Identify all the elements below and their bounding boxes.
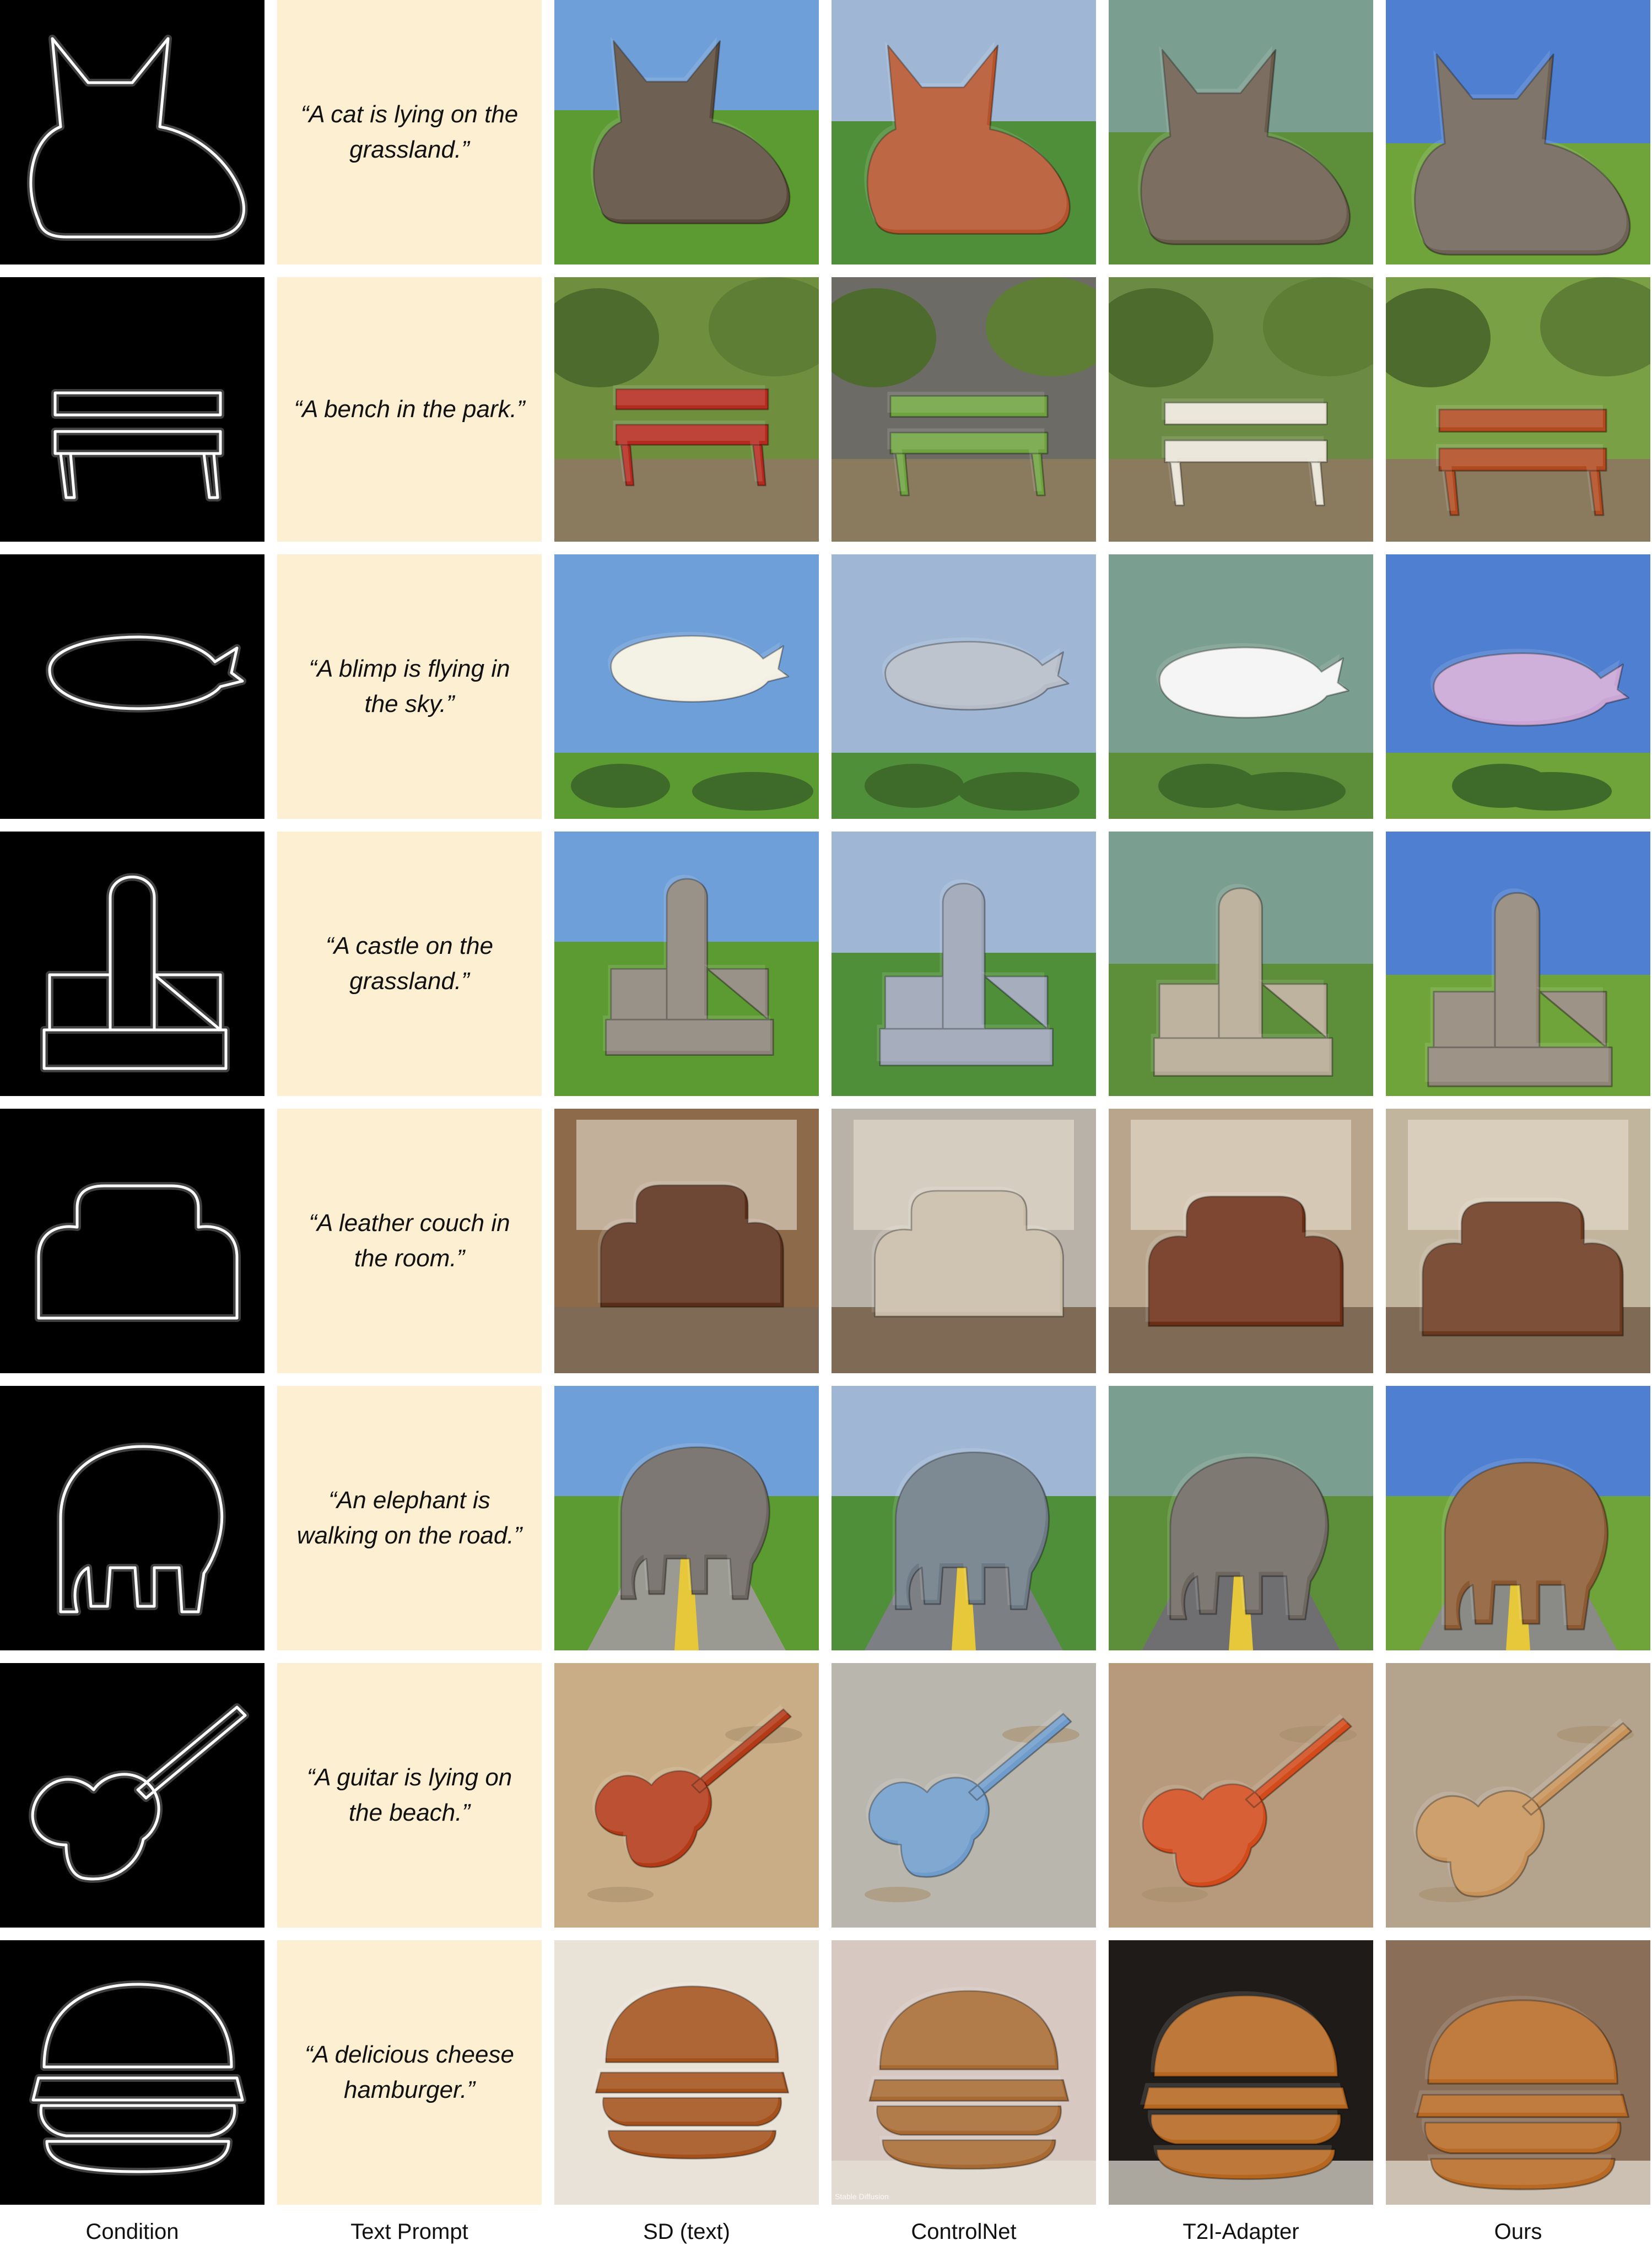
column-label-condition: Condition — [85, 2220, 179, 2244]
figure-row: “A blimp is flying in the sky.” — [0, 554, 1652, 819]
condition-edge-map — [0, 1386, 264, 1650]
condition-edge-map — [0, 554, 264, 819]
condition-edge-map — [0, 832, 264, 1096]
generated-image-ours — [1386, 1663, 1650, 1928]
condition-edge-map — [0, 277, 264, 542]
figure-row: “A bench in the park.” — [0, 277, 1652, 542]
generated-image-sd-text — [554, 1663, 819, 1928]
text-prompt-cell: “A castle on the grassland.” — [277, 832, 542, 1096]
generated-image-controlnet — [832, 1109, 1096, 1373]
generated-image-t2i-adapter — [1109, 1663, 1373, 1928]
text-prompt-cell: “A cat is lying on the grassland.” — [277, 0, 542, 265]
figure-row: “A leather couch in the room.” — [0, 1109, 1652, 1373]
watermark-text: Stable Diffusion — [835, 2192, 889, 2201]
text-prompt: “A guitar is lying on the beach.” — [306, 1764, 512, 1826]
generated-image-sd-text — [554, 1940, 819, 2205]
generated-image-ours — [1386, 832, 1650, 1096]
text-prompt: “A cat is lying on the grassland.” — [300, 101, 519, 163]
generated-image-t2i-adapter — [1109, 554, 1373, 819]
generated-image-controlnet — [832, 832, 1096, 1096]
figure-row: “A cat is lying on the grassland.” — [0, 0, 1652, 265]
column-label-controlnet: ControlNet — [911, 2220, 1017, 2244]
figure-row: “An elephant is walking on the road.” — [0, 1386, 1652, 1650]
generated-image-controlnet — [832, 1663, 1096, 1928]
generated-image-controlnet — [832, 277, 1096, 542]
generated-image-t2i-adapter — [1109, 1109, 1373, 1373]
text-prompt-cell: “A guitar is lying on the beach.” — [277, 1663, 542, 1928]
condition-edge-map — [0, 0, 264, 265]
generated-image-sd-text — [554, 1109, 819, 1373]
generated-image-t2i-adapter — [1109, 277, 1373, 542]
text-prompt-cell: “A bench in the park.” — [277, 277, 542, 542]
generated-image-ours — [1386, 277, 1650, 542]
generated-image-controlnet — [832, 1386, 1096, 1650]
generated-image-sd-text — [554, 554, 819, 819]
column-label-sd-text: SD (text) — [643, 2220, 730, 2244]
generated-image-t2i-adapter — [1109, 832, 1373, 1096]
text-prompt-cell: “A leather couch in the room.” — [277, 1109, 542, 1373]
generated-image-controlnet — [832, 554, 1096, 819]
generated-image-sd-text — [554, 277, 819, 542]
generated-image-sd-text — [554, 0, 819, 265]
generated-image-ours — [1386, 1109, 1650, 1373]
generated-image-controlnet — [832, 0, 1096, 265]
text-prompt-cell: “A delicious cheese hamburger.” — [277, 1940, 542, 2205]
figure-row: “A delicious cheese hamburger.” Stable Di… — [0, 1940, 1652, 2205]
generated-image-controlnet: Stable Diffusion — [832, 1940, 1096, 2205]
condition-edge-map — [0, 1940, 264, 2205]
text-prompt: “A delicious cheese hamburger.” — [305, 2041, 514, 2103]
generated-image-ours — [1386, 1386, 1650, 1650]
generated-image-ours — [1386, 0, 1650, 265]
text-prompt: “A blimp is flying in the sky.” — [309, 655, 510, 717]
text-prompt-cell: “An elephant is walking on the road.” — [277, 1386, 542, 1650]
column-label-text-prompt: Text Prompt — [350, 2220, 468, 2244]
text-prompt: “An elephant is walking on the road.” — [296, 1487, 522, 1549]
text-prompt-cell: “A blimp is flying in the sky.” — [277, 554, 542, 819]
generated-image-ours — [1386, 554, 1650, 819]
text-prompt: “A leather couch in the room.” — [309, 1210, 510, 1272]
figure-row: “A castle on the grassland.” — [0, 832, 1652, 1096]
column-label-ours: Ours — [1494, 2220, 1542, 2244]
generated-image-t2i-adapter — [1109, 0, 1373, 265]
column-label-t2i-adapter: T2I-Adapter — [1183, 2220, 1299, 2244]
generated-image-ours — [1386, 1940, 1650, 2205]
figure-row: “A guitar is lying on the beach.” — [0, 1663, 1652, 1928]
generated-image-sd-text — [554, 832, 819, 1096]
generated-image-t2i-adapter — [1109, 1386, 1373, 1650]
text-prompt: “A castle on the grassland.” — [325, 932, 494, 995]
generated-image-t2i-adapter — [1109, 1940, 1373, 2205]
generated-image-sd-text — [554, 1386, 819, 1650]
text-prompt: “A bench in the park.” — [294, 396, 525, 423]
condition-edge-map — [0, 1663, 264, 1928]
condition-edge-map — [0, 1109, 264, 1373]
